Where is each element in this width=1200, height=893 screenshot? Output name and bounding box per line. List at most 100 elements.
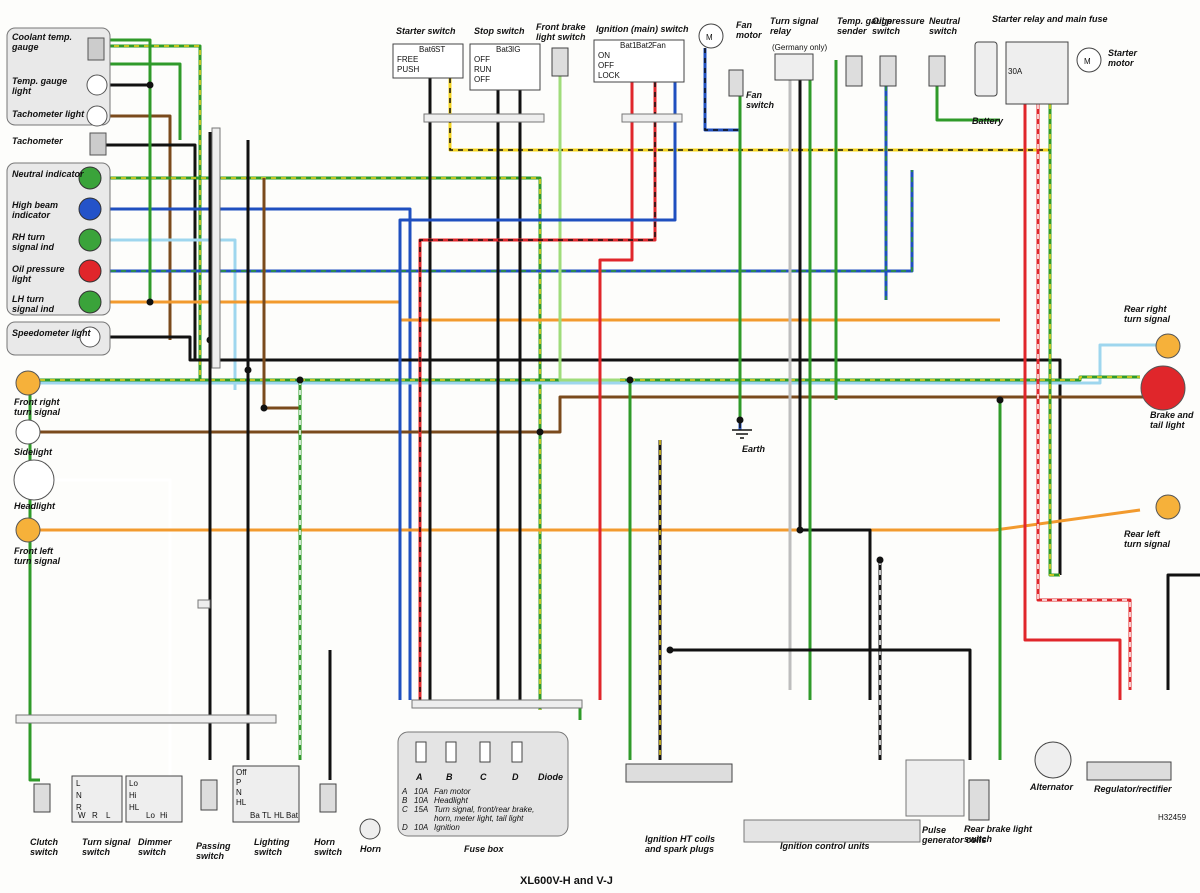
bottom-label-7: Fuse box (464, 844, 505, 854)
wire-black-46 (670, 648, 972, 760)
turn-switch-pos-2: R (76, 803, 82, 812)
fuse-desc-0: Fan motor (434, 787, 471, 796)
instrument-panel (6, 27, 111, 356)
turn-switch-pos-5: L (106, 811, 111, 820)
ignition-table-header-0: Bat1 (620, 41, 637, 50)
ignition-table-header-2: Fan (652, 41, 666, 50)
top-label-starter_relay: Starter relay and main fuse (992, 14, 1108, 24)
stop-table-header-0: Bat3 (496, 45, 513, 54)
lighting-pos-7: Bat (286, 811, 299, 820)
panel-label-2: Tachometer light (12, 109, 85, 119)
wire-white-15 (54, 478, 172, 780)
lighting-pos-0: Off (236, 768, 247, 777)
fuse-2 (479, 741, 491, 763)
reference-code: H32459 (1158, 813, 1187, 822)
panel-label-3: Tachometer (12, 136, 63, 146)
fuse-desc-1: Headlight (434, 796, 469, 805)
bottom-label-12: Alternator (1029, 782, 1074, 792)
stop-table-row-1: RUN (474, 65, 492, 74)
junction-dot (536, 428, 544, 436)
wire-green-37 (935, 86, 1000, 122)
wire-lightblue-12 (40, 343, 1160, 385)
wire-black-4 (106, 143, 197, 360)
fuse-letter-3: D (512, 772, 519, 782)
fuse-letter-1: B (446, 772, 453, 782)
junction-dot (146, 81, 154, 89)
wire-green-1 (104, 62, 182, 140)
top-label-stop_switch: Stop switch (474, 26, 525, 36)
junction-dot (876, 556, 884, 564)
fuse-amp-4: 10A (414, 823, 428, 832)
fuse-letter-0: A (415, 772, 423, 782)
fuse-amp-2: 15A (414, 805, 428, 814)
starter-motor-icon: M (1084, 57, 1091, 66)
fuse-amp-0: 10A (414, 787, 428, 796)
wire-brown-14 (40, 395, 1140, 434)
connector-strip (197, 599, 211, 609)
wire-red-27 (598, 82, 634, 700)
earth-icon (732, 429, 752, 439)
turn-switch-pos-0: L (76, 779, 81, 788)
fuse-desc-3: horn, meter light, tail light (434, 814, 524, 823)
front-label-2: Headlight (14, 501, 56, 511)
wire-tracer-white (1037, 104, 1131, 690)
junction-dot (626, 376, 634, 384)
front-label-1: Sidelight (14, 447, 53, 457)
top-label-ignition: Ignition (main) switch (596, 24, 689, 34)
fuse-1 (445, 741, 457, 763)
top-label-starter_switch: Starter switch (396, 26, 456, 36)
bottom-label-13: Regulator/rectifier (1094, 784, 1172, 794)
fan-motor-icon: M (706, 33, 713, 42)
connector-strip (211, 127, 221, 369)
wire-tracer-green (101, 170, 913, 272)
turn-switch-pos-4: R (92, 811, 98, 820)
diode-label: Diode (538, 772, 563, 782)
top-components (392, 23, 1102, 105)
top-label-battery: Battery (972, 116, 1004, 126)
fuse-0 (415, 741, 427, 763)
wire-tracer-black (704, 48, 741, 430)
earth-label: Earth (742, 444, 766, 454)
ignition-table-row-0: ON (598, 51, 610, 60)
wire-green-5 (101, 176, 542, 710)
dimmer-pos-2: HL (129, 803, 140, 812)
dimmer-pos-0: Lo (129, 779, 138, 788)
connector-strip (621, 113, 683, 123)
bottom-label-9: Ignition control units (780, 841, 870, 851)
panel-label-9: Speedometer light (12, 328, 92, 338)
wire-brown-20 (262, 178, 300, 410)
front-lamps (13, 370, 55, 543)
wire-brown-3 (107, 114, 172, 340)
junction-dot (736, 416, 744, 424)
starter-table-row-1: PUSH (397, 65, 419, 74)
stop-table-row-2: OFF (474, 75, 490, 84)
lighting-pos-2: N (236, 788, 242, 797)
wire-orange-16 (40, 508, 1141, 532)
ignition-table-header-1: Bat2 (636, 41, 653, 50)
fuse-id-4: D (402, 823, 408, 832)
wire-black-41 (1166, 573, 1200, 690)
germany-note: (Germany only) (772, 43, 827, 52)
fuse-id-2: C (402, 805, 408, 814)
junction-dot (666, 646, 674, 654)
bottom-label-6: Horn (360, 844, 381, 854)
bottom-components (33, 731, 1172, 843)
